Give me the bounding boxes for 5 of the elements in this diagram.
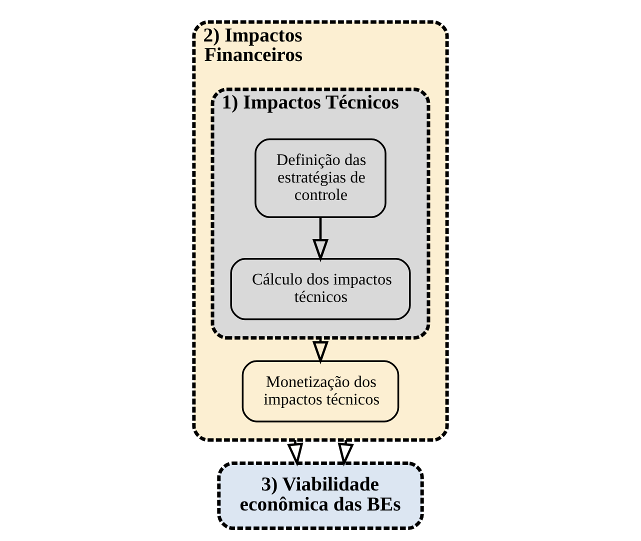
arrow [312, 217, 329, 262]
node-box: Definição das estratégias de controle [254, 138, 386, 218]
node-box: Cálculo dos impactos técnicos [230, 258, 411, 320]
node-box: Monetização dos impactos técnicos [242, 360, 400, 422]
node-box: 3) Viabilidade econômica das BEs [217, 462, 424, 530]
